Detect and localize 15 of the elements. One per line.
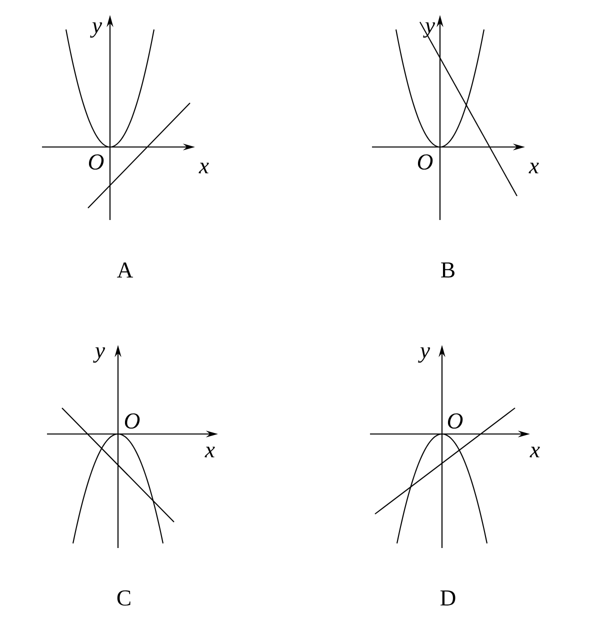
option-label: D (440, 590, 456, 606)
axis-label: y (418, 347, 430, 363)
origin-label: O (448, 413, 463, 429)
origin-label: O (124, 413, 140, 429)
axis-label: x (530, 446, 540, 458)
option-label: A (117, 262, 134, 278)
option-label: C (117, 590, 130, 606)
origin-label: O (418, 154, 433, 170)
option-label: B (441, 262, 454, 278)
axis-label: x (198, 162, 209, 174)
axis-label: y (90, 22, 102, 38)
origin-label: O (88, 154, 104, 170)
axis-label: x (204, 446, 215, 458)
axis-label: x (528, 162, 539, 174)
axis-label: y (93, 347, 106, 363)
